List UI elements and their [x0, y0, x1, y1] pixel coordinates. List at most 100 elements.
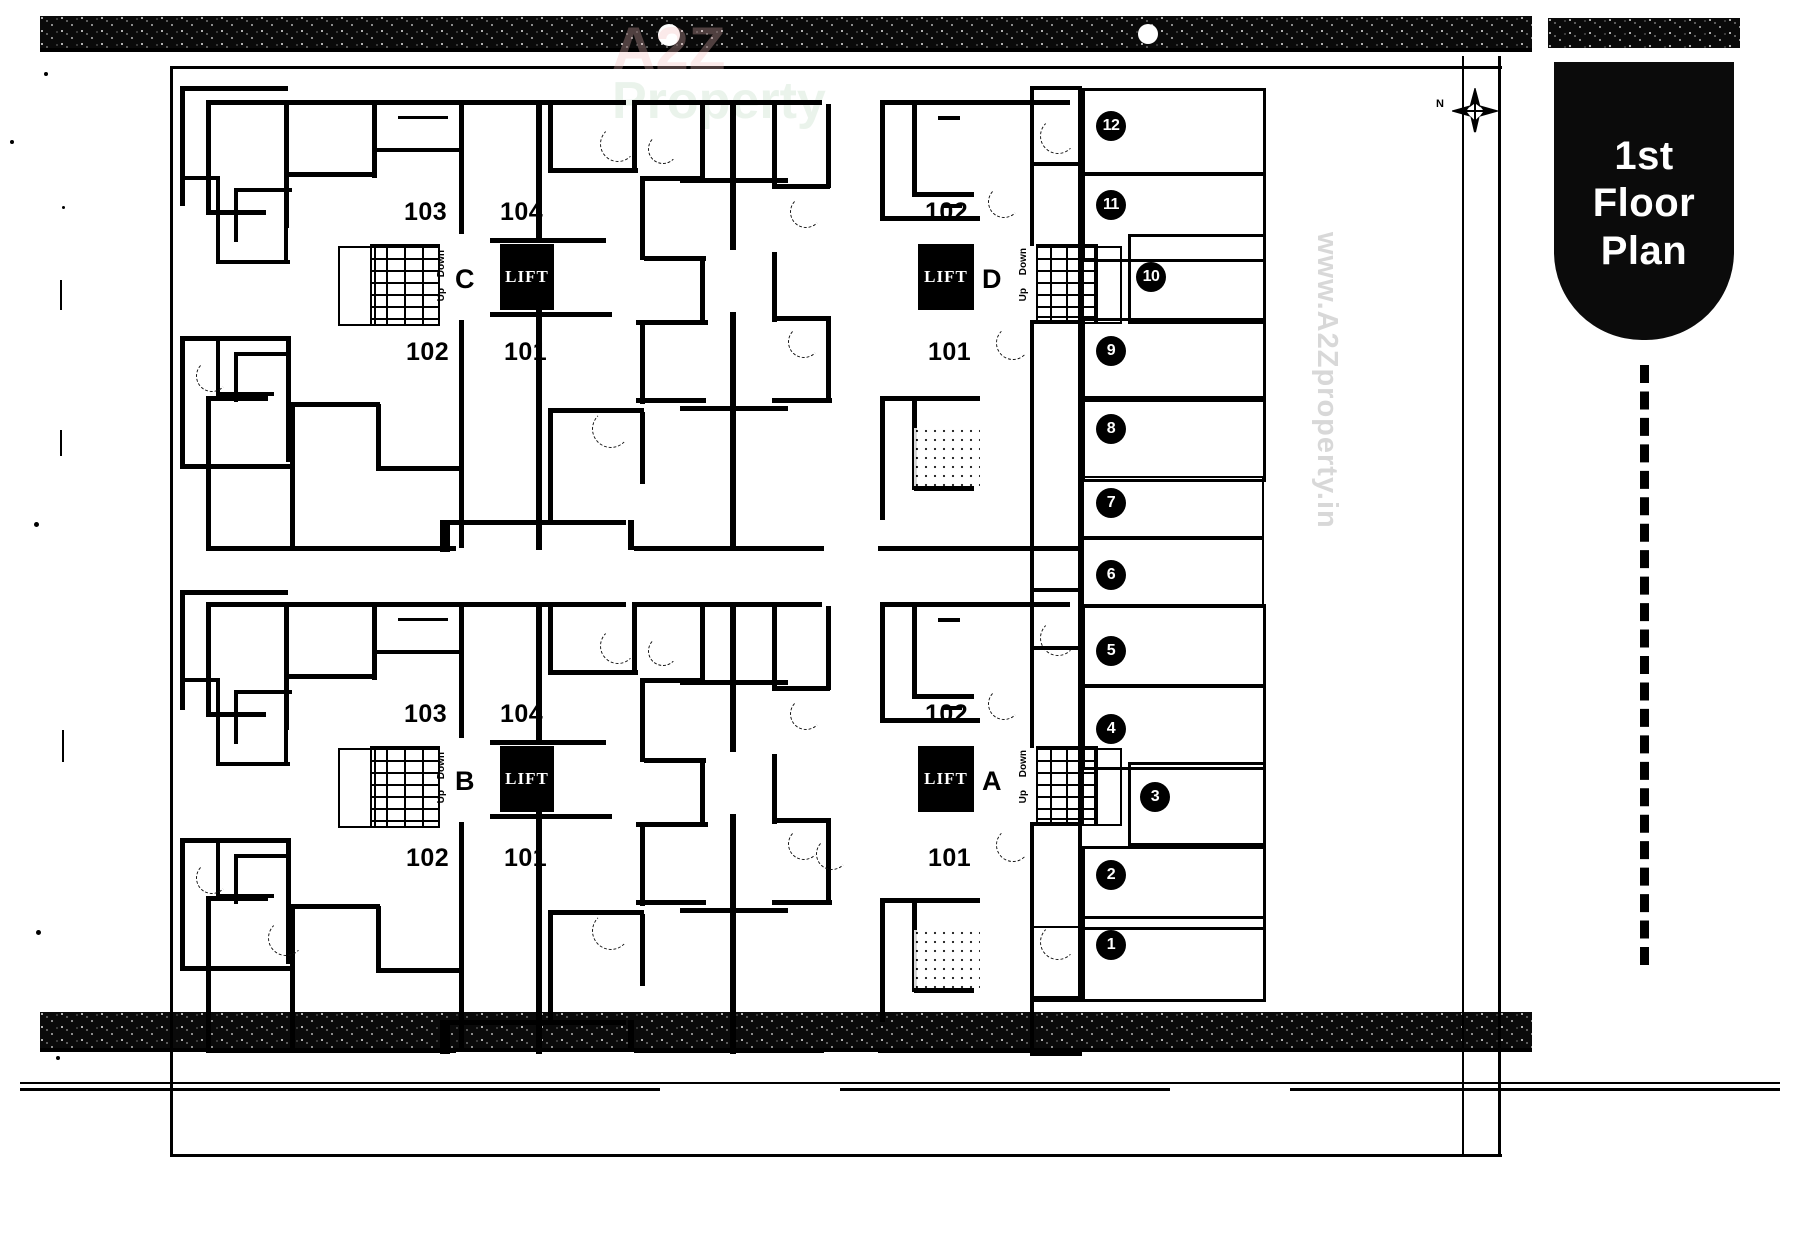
unit-label-d-101: 101: [928, 338, 972, 366]
lower-outer-wall-left-3: [206, 900, 211, 1052]
lower-far-right-wall-d: [880, 718, 980, 723]
upper-far-right-wall-h: [914, 486, 974, 491]
upper-right-wall-h: [636, 398, 706, 403]
upper-mid-rib-4: [736, 406, 788, 411]
margin-tick-3: [62, 730, 64, 762]
staircase-block-c: [370, 244, 440, 326]
service-corridor-wall-g: [1030, 1052, 1082, 1056]
road-band-top-edge: [40, 48, 1532, 52]
lower-right-wall-i: [772, 602, 777, 690]
plot-boundary-right-inner: [1462, 56, 1464, 1156]
lower-right-wall-f: [636, 822, 708, 827]
lower-far-right-wall-g: [880, 902, 885, 1022]
sheet-bottom-rule-3: [840, 1088, 1170, 1091]
plot-boundary-left: [170, 66, 173, 1156]
upper-103-wall-c: [180, 86, 288, 91]
upper-outer-wall-bottom-5: [634, 546, 824, 551]
stair-landing-block-b: [338, 748, 376, 828]
upper-outer-wall-bottom-6: [878, 546, 1078, 551]
lift-shaft-block-d: LIFT: [918, 244, 974, 310]
shop-number-2: 2: [1096, 860, 1126, 890]
upper-detail-7: [942, 204, 962, 208]
upper-mid-wall-1: [730, 100, 736, 250]
margin-speck-6: [56, 1056, 60, 1060]
north-label: N: [1436, 98, 1444, 110]
shop-number-12: 12: [1096, 111, 1126, 141]
lower-102-wall-i: [376, 906, 381, 972]
upper-102-wall-f: [216, 392, 274, 396]
lower-far-right-wall-a: [912, 602, 917, 698]
lift-shaft-block-b: LIFT: [500, 746, 554, 812]
block-letter-d: D: [982, 264, 1002, 294]
upper-outer-wall-bottom-4: [628, 520, 634, 550]
lower-102-wall-c: [286, 838, 291, 964]
margin-speck-5: [36, 930, 41, 935]
shop-room-9: [1082, 318, 1266, 402]
unit-label-a-101: 101: [928, 844, 972, 872]
title-line-3: Plan: [1600, 228, 1688, 273]
door-arc-lower-12: [1040, 924, 1076, 960]
unit-label-a-102: 102: [925, 700, 969, 728]
upper-right-wall-i: [772, 100, 777, 188]
lift-label-d: LIFT: [924, 267, 968, 286]
upper-corridor-divider: [459, 104, 464, 234]
upper-right-wall-e: [700, 256, 705, 322]
unit-label-b-101: 101: [504, 844, 548, 872]
door-arc-lower-3: [196, 862, 228, 894]
stair-down-label-block-b: Down: [436, 752, 447, 780]
margin-speck-4: [34, 522, 39, 527]
upper-102-wall-b: [180, 336, 290, 341]
upper-right-wall-d: [644, 256, 706, 261]
lower-far-right-wall-h: [914, 988, 974, 993]
lower-right-wall-d: [644, 758, 706, 763]
upper-detail-4: [234, 352, 238, 402]
lower-102-wall-h: [290, 904, 380, 909]
title-banner: 1st Floor Plan: [1554, 62, 1734, 340]
lower-103-wall-c: [180, 590, 288, 595]
lower-right-wall-l: [772, 754, 777, 824]
shop-strip-spine-left-2: [1030, 320, 1034, 650]
upper-101-wall-a: [548, 412, 553, 522]
shop-number-3: 3: [1140, 782, 1170, 812]
lower-corridor-rib: [536, 740, 606, 745]
lower-detail-2: [234, 690, 238, 744]
title-line-2: Floor: [1592, 181, 1696, 226]
upper-102-wall-c: [286, 336, 291, 462]
lower-101-wall-b: [548, 910, 644, 915]
shop-room-8: [1082, 396, 1266, 482]
staircase-block-b: [370, 746, 440, 828]
margin-speck-1: [44, 72, 48, 76]
lift-shaft-block-a: LIFT: [918, 746, 974, 812]
lower-103-wall-d: [180, 678, 220, 682]
lower-104-wall-a: [548, 602, 553, 674]
shop-room-10: [1128, 234, 1266, 324]
lower-outer-wall-bottom-2: [440, 1020, 450, 1054]
lower-right-wall-g: [640, 826, 645, 906]
upper-right-wall-m: [772, 316, 830, 321]
dashed-boundary-line: [1640, 365, 1649, 965]
lower-outer-wall-bottom-6: [878, 1048, 1078, 1053]
shop-strip-spine-right: [1078, 86, 1082, 998]
lower-right-wall-j: [772, 686, 830, 691]
lower-102-wall-a: [180, 838, 185, 970]
lower-central-spine: [536, 602, 542, 744]
stair-landing-block-c: [338, 246, 376, 326]
upper-mid-rib-3: [680, 406, 736, 411]
shop-number-4: 4: [1096, 714, 1126, 744]
service-corridor-wall-b: [1030, 320, 1082, 324]
lower-103-wall-e: [216, 678, 220, 766]
lower-right-wall-m: [772, 818, 830, 823]
upper-right-wall-b: [644, 176, 704, 181]
lower-outer-wall-top-4: [880, 602, 1070, 607]
service-corridor-wall-e: [1030, 822, 1082, 826]
upper-mid-rib-1: [680, 178, 736, 183]
service-corridor-wall-f: [1030, 996, 1082, 1000]
door-arc-lower-9: [648, 636, 678, 666]
shop-strip-spine-left: [1030, 86, 1034, 246]
lower-102-wall-f: [216, 894, 274, 898]
door-arc-upper-7: [988, 186, 1020, 218]
upper-far-right-wall-c: [880, 100, 885, 220]
stair-up-label-block-d: Up: [1018, 288, 1029, 302]
upper-far-right-wall-f: [880, 396, 980, 401]
